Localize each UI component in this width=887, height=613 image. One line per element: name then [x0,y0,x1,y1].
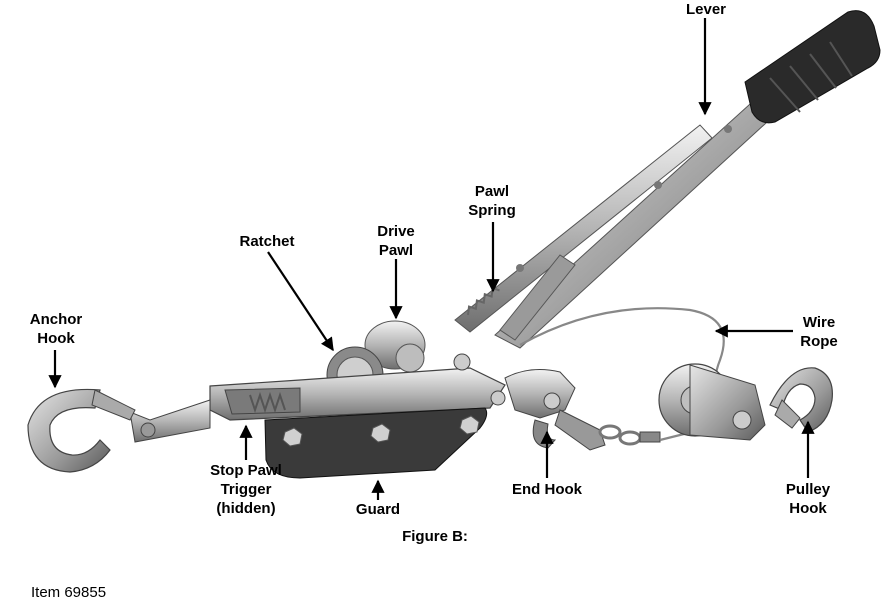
anchor-hook [27,388,211,473]
anchor-hook-label: Anchor Hook [29,311,83,347]
pulley-block [658,363,766,441]
wire-rope-label: Wire Rope [800,314,838,350]
figure-caption: Figure B: [402,528,468,545]
pulley-hook [769,367,833,433]
lever [454,94,779,349]
frame [209,353,506,421]
ratchet-label: Ratchet [239,233,295,250]
callout-arrows [48,18,815,500]
pulley-hook-label: Pulley Hook [785,481,831,517]
stop-pawl-trigger-label: Stop Pawl Trigger (hidden) [210,462,282,517]
ratchet-arrow [267,251,334,352]
end-hook [504,369,661,451]
pawl-spring-label: Pawl Spring [468,183,516,219]
lever-grip [744,10,881,124]
item-number: Item 69855 [31,584,107,601]
guard [264,407,488,479]
guard-label: Guard [355,501,401,518]
drive-pawl-label: Drive Pawl [377,223,415,259]
end-hook-label: End Hook [512,481,582,498]
lever-label: Lever [685,1,727,18]
